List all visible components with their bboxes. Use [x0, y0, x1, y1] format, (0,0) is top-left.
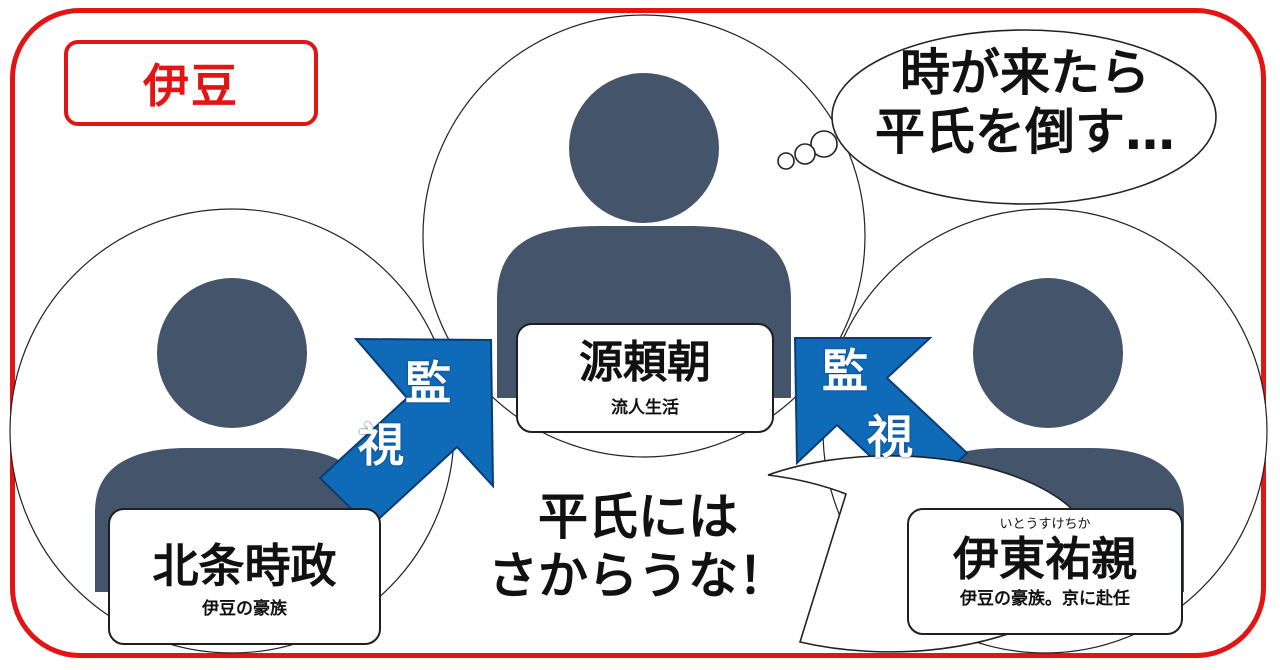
left-person-name: 北条時政	[152, 539, 337, 593]
thought-bubble-text: 時が来たら 平氏を倒す…	[860, 44, 1190, 162]
left-surveillance-arrow	[318, 337, 495, 529]
speech-line-2: さからうな！	[488, 547, 788, 605]
region-label: 伊豆	[64, 40, 318, 126]
thought-line-2: 平氏を倒す…	[875, 103, 1175, 161]
left-name-card: 北条時政 伊豆の豪族	[108, 508, 381, 645]
right-person-role: 伊豆の豪族。京に赴任	[960, 589, 1130, 609]
outer-frame	[10, 8, 1266, 658]
right-arrow-label-2: 視	[867, 410, 913, 464]
right-person-ruby: いとうすけちか	[999, 517, 1091, 532]
left-person-role: 伊豆の豪族	[202, 599, 287, 619]
left-arrow-label-2: 視	[358, 418, 404, 472]
right-person-name: 伊東祐親	[953, 532, 1137, 586]
speech-line-1: 平氏には	[538, 488, 738, 546]
left-arrow-label-1: 監	[405, 356, 451, 410]
center-person-name: 源頼朝	[579, 337, 711, 388]
thought-bubble	[777, 29, 1217, 205]
right-arrow-label-1: 監	[822, 344, 868, 398]
thought-line-1: 時が来たら	[900, 44, 1150, 102]
speech-bubble-text: 平氏には さからうな！	[478, 488, 798, 606]
center-person-role: 流人生活	[611, 398, 679, 418]
center-name-card: 源頼朝 流人生活	[516, 323, 774, 433]
right-name-card: いとうすけちか 伊東祐親 伊豆の豪族。京に赴任	[907, 508, 1183, 635]
